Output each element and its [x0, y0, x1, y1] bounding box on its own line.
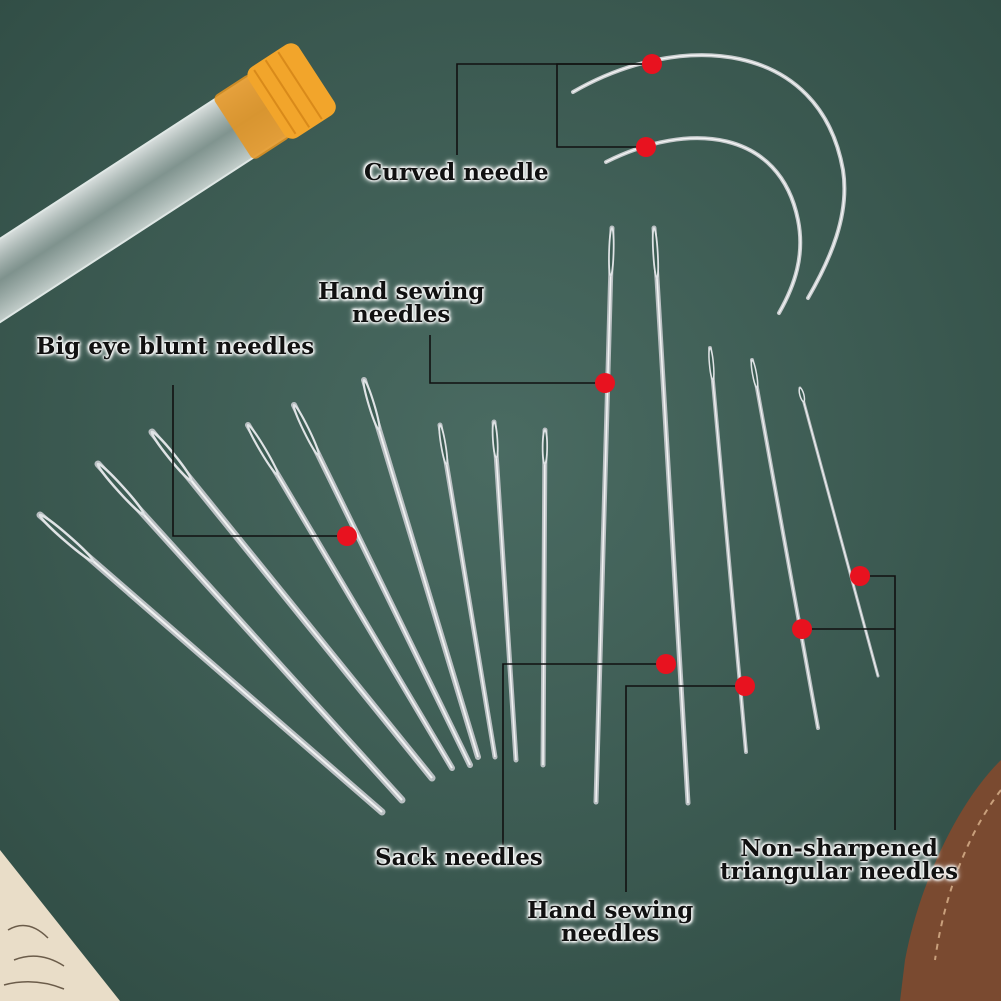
- needle-highlight-9: [542, 429, 546, 766]
- label-non-sharpened: Non-sharpened triangular needles: [720, 837, 958, 883]
- needle-highlight-10: [595, 227, 613, 803]
- marker-curved-inner: [636, 137, 656, 157]
- needle-highlight-14: [799, 387, 879, 677]
- needle-highlight-4: [247, 424, 453, 769]
- needle-tube: [0, 43, 336, 332]
- label-hand-sewing-bottom: Hand sewing needles: [527, 899, 693, 945]
- needle-eye-11: [651, 227, 660, 279]
- leader-lines: [172, 63, 896, 892]
- needle-eye-3: [150, 430, 193, 482]
- marker-hand-sewing-top: [595, 373, 615, 393]
- needle-highlight-1: [39, 514, 383, 813]
- marker-hand-sewing-bottom: [735, 676, 755, 696]
- label-hand-sewing-top: Hand sewing needles: [318, 280, 484, 326]
- needle-eye-12: [708, 347, 715, 381]
- label-hand-sewing-top-line-1: Hand sewing: [318, 278, 485, 305]
- needle-highlight-11: [653, 227, 689, 804]
- needle-highlight-6: [363, 379, 479, 758]
- paper-corner: [0, 850, 120, 1001]
- label-sack: Sack needles: [375, 844, 543, 871]
- needle-highlight-5: [293, 404, 471, 766]
- needle-eye-7: [438, 424, 449, 466]
- marker-big-eye: [337, 526, 357, 546]
- leather-sheath: [900, 760, 1001, 1001]
- needle-highlight-3: [151, 431, 433, 779]
- label-big-eye: Big eye blunt needles: [36, 333, 315, 360]
- label-curved-needle: Curved needle: [364, 159, 549, 186]
- marker-triangular-a: [850, 566, 870, 586]
- needle-eye-9: [541, 429, 549, 465]
- needle-highlight-7: [439, 424, 496, 758]
- label-hand-sewing-bottom-line-2: needles: [560, 920, 660, 947]
- needle-eye-6: [362, 378, 381, 431]
- needle-eye-14: [798, 387, 806, 403]
- label-non-sharpened-line-1: Non-sharpened: [740, 835, 938, 862]
- label-hand-sewing-bottom-line-1: Hand sewing: [527, 897, 694, 924]
- needle-highlight-13: [751, 359, 819, 729]
- needle-highlight-8: [493, 421, 517, 761]
- needle-highlight-2: [97, 463, 403, 801]
- straight-needles: [36, 225, 880, 816]
- needle-eye-5: [292, 403, 320, 457]
- label-non-sharpened-line-2: triangular needles: [720, 858, 959, 885]
- needle-eye-8: [491, 421, 499, 459]
- needle-eye-4: [246, 423, 279, 476]
- needle-eye-2: [96, 462, 145, 516]
- needle-eye-10: [608, 227, 615, 277]
- red-markers: [337, 54, 870, 696]
- needle-eye-1: [38, 513, 95, 563]
- marker-triangular-b: [792, 619, 812, 639]
- needle-eye-13: [750, 359, 759, 389]
- marker-curved-outer: [642, 54, 662, 74]
- marker-sack: [656, 654, 676, 674]
- label-hand-sewing-top-line-2: needles: [351, 301, 451, 328]
